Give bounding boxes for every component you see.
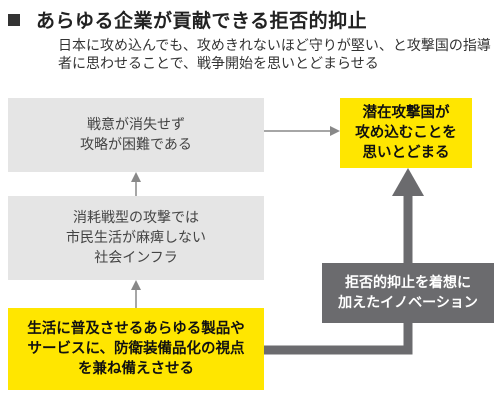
box-products-text: 生活に普及させるあらゆる製品や サービスに、防衛装備品化の視点 を兼ね備えさせる bbox=[27, 321, 245, 377]
arrow-products-to-goal bbox=[264, 196, 413, 355]
page-subtitle: 日本に攻め込んでも、攻めきれないほど守りが堅い、と攻撃国の指導者に思わせることで… bbox=[58, 38, 491, 72]
arrow-products-to-goal-head bbox=[392, 168, 424, 196]
page-title: あらゆる企業が貢献できる拒否的抑止 bbox=[36, 10, 368, 32]
box-morale: 戦意が消失せず 攻略が困難である bbox=[8, 98, 264, 172]
title-bullet-square bbox=[8, 13, 20, 26]
title-row: あらゆる企業が貢献できる拒否的抑止 bbox=[8, 6, 367, 33]
box-products: 生活に普及させるあらゆる製品や サービスに、防衛装備品化の視点 を兼ね備えさせる bbox=[8, 308, 264, 390]
box-morale-text: 戦意が消失せず 攻略が困難である bbox=[80, 117, 192, 153]
box-innovation: 拒否的抑止を着想に 加えたイノベーション bbox=[322, 263, 494, 323]
box-goal: 潜在攻撃国が 攻め込むことを 思いとどまる bbox=[340, 98, 472, 168]
box-innovation-text: 拒否的抑止を着想に 加えたイノベーション bbox=[338, 275, 478, 311]
box-attrition-text: 消耗戦型の攻撃では 市民生活が麻痺しない 社会インフラ bbox=[66, 210, 206, 266]
box-attrition: 消耗戦型の攻撃では 市民生活が麻痺しない 社会インフラ bbox=[8, 196, 264, 280]
box-goal-text: 潜在攻撃国が 攻め込むことを 思いとどまる bbox=[355, 105, 457, 161]
